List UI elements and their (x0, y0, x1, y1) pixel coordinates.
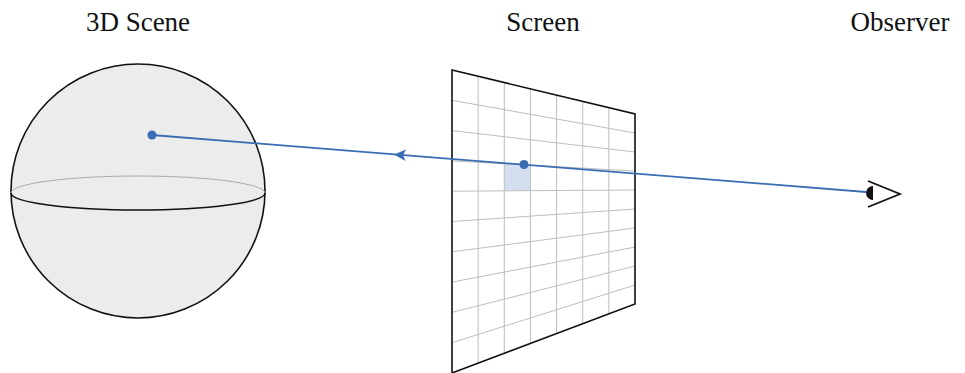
sphere (11, 64, 265, 318)
view-ray (148, 131, 867, 193)
grid-line (452, 266, 635, 312)
grid-line (452, 228, 635, 252)
ray-arrowhead (394, 150, 406, 162)
sphere-outline (11, 64, 265, 318)
grid-line (452, 247, 635, 282)
eye-symbol (866, 181, 900, 207)
pixel-point (520, 160, 529, 169)
sphere-equator-front (11, 193, 265, 210)
grid-line (452, 100, 635, 133)
screen-grid (452, 70, 635, 373)
grid-line (452, 209, 635, 222)
screen-frame (452, 70, 635, 373)
grid-line (452, 131, 635, 152)
sphere-equator-back (11, 176, 265, 193)
eye-pupil (866, 186, 873, 200)
ray-line (152, 135, 866, 192)
grid-line (452, 190, 635, 191)
screen-ground (452, 70, 635, 373)
section-label: Screen (506, 8, 579, 38)
hit-point (148, 131, 157, 140)
section-label: Observer (851, 8, 950, 38)
section-label: 3D Scene (86, 8, 190, 38)
